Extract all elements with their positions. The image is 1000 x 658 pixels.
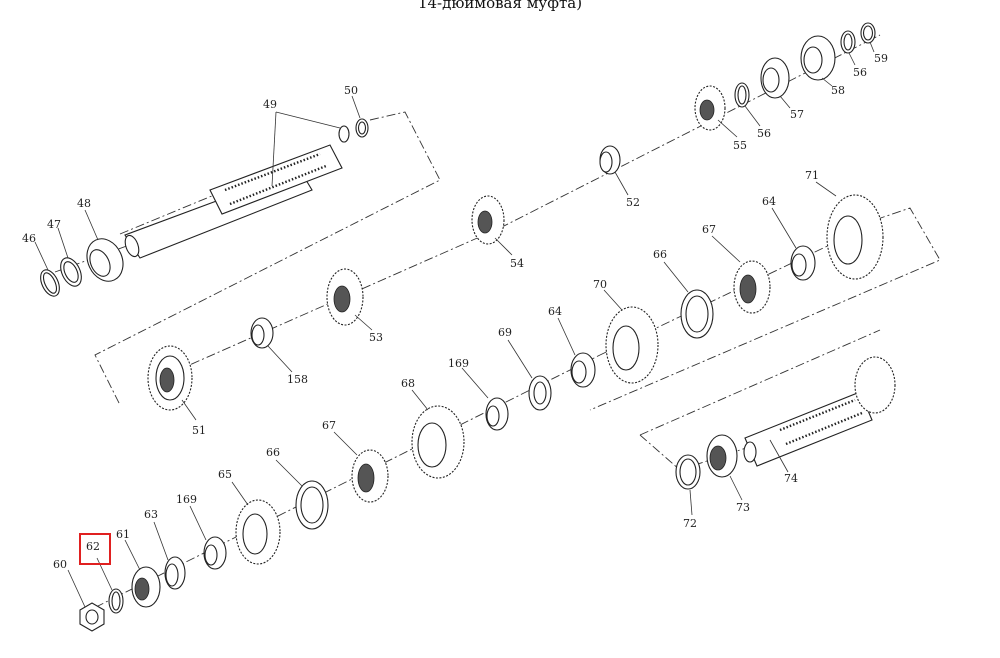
label-61: 61	[116, 528, 130, 541]
label-72: 72	[683, 517, 697, 530]
part-71[interactable]	[826, 194, 884, 280]
label-66b: 66	[653, 248, 667, 261]
part-55[interactable]	[694, 85, 726, 131]
part-67a[interactable]	[351, 449, 389, 503]
label-71: 71	[805, 169, 819, 182]
page-title: 14-дюймовая муфта)	[417, 0, 583, 12]
part-74[interactable]	[743, 356, 896, 467]
part-58[interactable]	[800, 35, 836, 81]
label-58: 58	[831, 84, 845, 97]
label-73: 73	[736, 501, 750, 514]
label-56a: 56	[757, 127, 771, 140]
label-59: 59	[874, 52, 888, 65]
part-59[interactable]	[860, 22, 876, 44]
label-68: 68	[401, 377, 415, 390]
label-46: 46	[22, 232, 36, 245]
callout-labels: 46 47 48 49 50 51 52 53 54 55 56 57 58 5…	[22, 52, 888, 571]
label-57: 57	[790, 108, 804, 121]
part-68[interactable]	[411, 405, 465, 479]
label-51: 51	[192, 424, 206, 437]
part-65[interactable]	[235, 499, 281, 565]
part-64a[interactable]	[570, 352, 596, 388]
part-60[interactable]	[79, 602, 105, 632]
label-169a: 169	[176, 493, 197, 506]
part-169b[interactable]	[485, 397, 509, 431]
part-47[interactable]	[57, 255, 86, 290]
part-52[interactable]	[599, 145, 621, 175]
part-54[interactable]	[471, 195, 505, 245]
part-66b[interactable]	[680, 289, 714, 339]
label-169b: 169	[448, 357, 469, 370]
label-67b: 67	[702, 223, 716, 236]
part-158[interactable]	[250, 317, 274, 349]
label-63: 63	[144, 508, 158, 521]
part-67b[interactable]	[733, 260, 771, 314]
part-56a[interactable]	[734, 82, 750, 108]
label-49: 49	[263, 98, 277, 111]
part-57[interactable]	[760, 57, 790, 99]
label-48: 48	[77, 197, 91, 210]
part-46[interactable]	[37, 267, 63, 299]
highlight-box	[79, 533, 111, 565]
part-50[interactable]	[338, 118, 369, 143]
label-67a: 67	[322, 419, 336, 432]
axis-lines	[54, 34, 941, 616]
part-62[interactable]	[108, 588, 124, 614]
label-53: 53	[369, 331, 383, 344]
leader-lines	[34, 41, 875, 608]
label-64a: 64	[548, 305, 562, 318]
label-158: 158	[287, 373, 308, 386]
part-56b[interactable]	[840, 30, 856, 54]
part-51[interactable]	[147, 345, 193, 411]
part-48[interactable]	[80, 233, 129, 287]
label-70: 70	[593, 278, 607, 291]
part-64b[interactable]	[790, 245, 816, 281]
part-70[interactable]	[605, 306, 659, 384]
label-55: 55	[733, 139, 747, 152]
part-73[interactable]	[706, 434, 738, 478]
label-74: 74	[784, 472, 798, 485]
label-60: 60	[53, 558, 67, 571]
label-52: 52	[626, 196, 640, 209]
label-62: 62	[86, 540, 100, 553]
part-63[interactable]	[164, 556, 186, 590]
label-69: 69	[498, 326, 512, 339]
label-47: 47	[47, 218, 61, 231]
part-66a[interactable]	[295, 480, 329, 530]
label-64b: 64	[762, 195, 776, 208]
part-61[interactable]	[131, 566, 161, 608]
part-49[interactable]	[123, 144, 343, 259]
part-53[interactable]	[326, 268, 364, 326]
label-65: 65	[218, 468, 232, 481]
label-66a: 66	[266, 446, 280, 459]
part-169a[interactable]	[203, 536, 227, 570]
label-50: 50	[344, 84, 358, 97]
label-56b: 56	[853, 66, 867, 79]
label-54: 54	[510, 257, 524, 270]
part-72[interactable]	[675, 454, 701, 490]
part-69[interactable]	[528, 375, 552, 411]
